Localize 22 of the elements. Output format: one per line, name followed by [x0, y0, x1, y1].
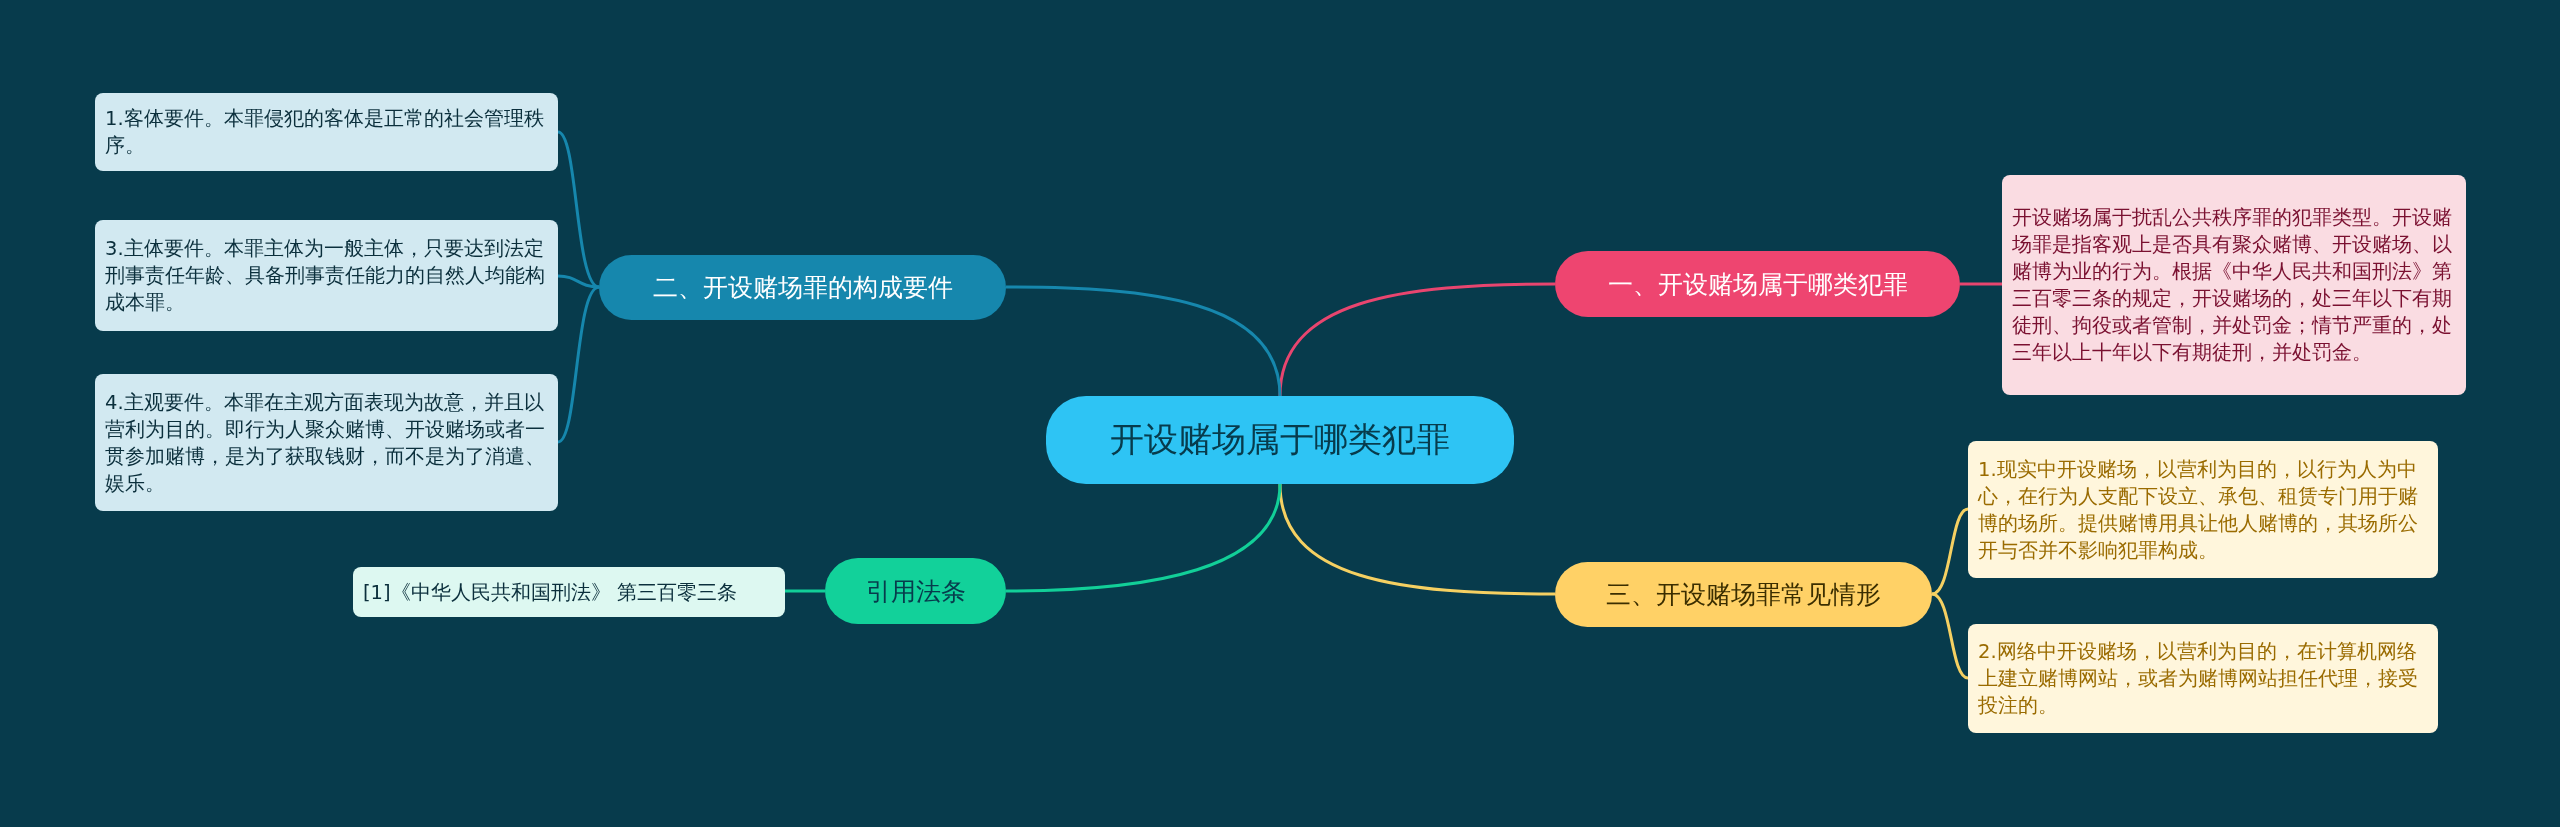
connector-line	[1006, 483, 1282, 593]
connector-line	[1931, 507, 1969, 596]
note-card: 2.网络中开设赌场，以营利为目的，在计算机网络上建立赌博网站，或者为赌博网站担任代理，接受投注的。	[1968, 624, 2438, 733]
note-card: 开设赌场属于扰乱公共秩序罪的犯罪类型。开设赌场罪是指客观上是否具有聚众赌博、开设赌场、以赌博为业的行为。根据《中华人民共和国刑法》第三百零三条的规定，开设赌场的，处三年以下有期徒刑、拘役或者管制，并处罚金；情节严重的，处三年以上十年以下有期徒刑，并处罚金。	[2002, 175, 2466, 395]
note-card: 1.现实中开设赌场，以营利为目的，以行为人为中心，在行为人支配下设立、承包、租赁专门用于赌博的场所。提供赌博用具让他人赌博的，其场所公开与否并不影响犯罪构成。	[1968, 441, 2438, 578]
connector-line	[1278, 282, 1555, 397]
connector-line	[1006, 285, 1282, 397]
central-topic: 开设赌场属于哪类犯罪	[1046, 396, 1514, 484]
connector-line	[557, 285, 600, 444]
connector-line	[1931, 592, 1969, 680]
topic-pill: 二、开设赌场罪的构成要件	[599, 255, 1006, 320]
note-card: 4.主观要件。本罪在主观方面表现为故意，并且以营利为目的。即行为人聚众赌博、开设赌场或者一贯参加赌博，是为了获取钱财，而不是为了消遣、娱乐。	[95, 374, 558, 511]
note-card: 1.客体要件。本罪侵犯的客体是正常的社会管理秩序。	[95, 93, 558, 171]
note-card: 3.主体要件。本罪主体为一般主体，只要达到法定刑事责任年龄、具备刑事责任能力的自然人均能构成本罪。	[95, 220, 558, 331]
connector-line	[557, 274, 600, 289]
topic-pill: 三、开设赌场罪常见情形	[1555, 562, 1932, 627]
connector-line	[1960, 282, 2002, 286]
note-card: [1]《中华人民共和国刑法》 第三百零三条	[353, 567, 785, 617]
connector-line	[1278, 483, 1555, 596]
topic-pill: 引用法条	[825, 558, 1006, 624]
topic-pill: 一、开设赌场属于哪类犯罪	[1555, 251, 1960, 317]
connector-line	[785, 589, 825, 593]
